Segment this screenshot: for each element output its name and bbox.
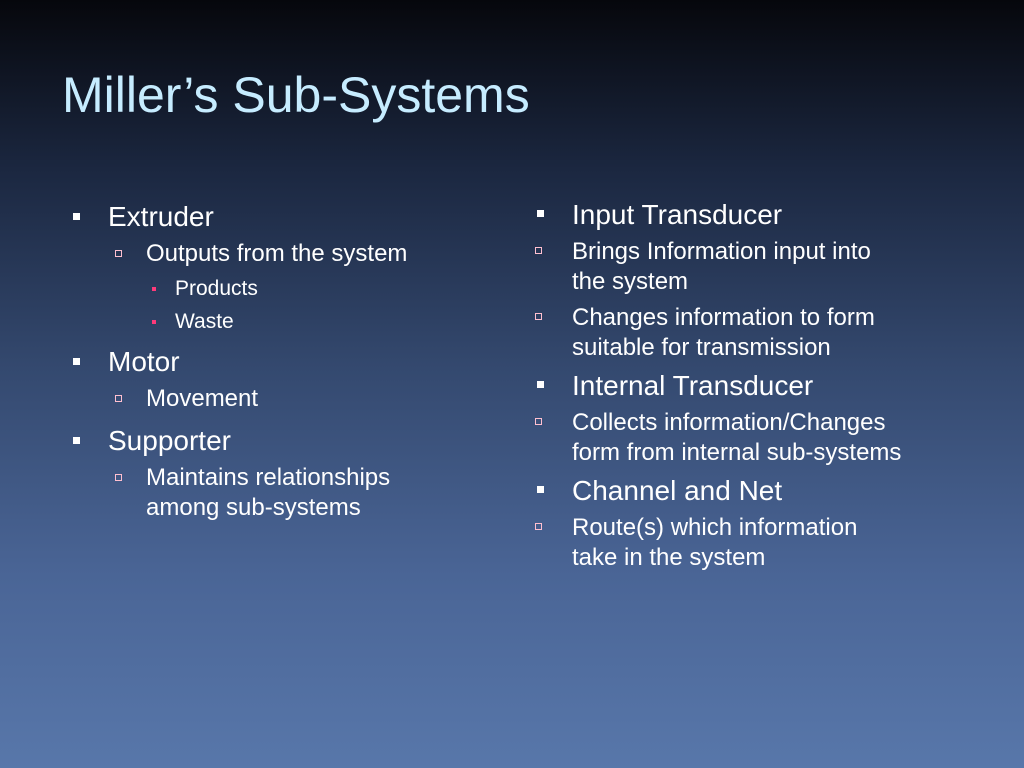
sub-bullet-text-line-1: Collects information/Changes — [572, 409, 886, 436]
hollow-square-bullet-icon — [115, 395, 122, 402]
bullet-internal-transducer: Internal Transducer — [532, 369, 992, 402]
square-bullet-icon — [73, 437, 80, 444]
sub-bullet-changes-information: Changes information to form suitable for… — [532, 303, 992, 363]
sub-bullet-motor-movement: Movement — [70, 384, 490, 414]
sub-bullet-text: Outputs from the system — [146, 240, 408, 267]
bullet-channel-and-net: Channel and Net — [532, 474, 992, 507]
sub-bullet-text-line-1: Maintains relationships — [146, 464, 391, 491]
square-bullet-icon — [537, 381, 544, 388]
sub-sub-bullet-products: Products — [70, 276, 490, 302]
sub-bullet-text-line-1: Brings Information input into — [572, 238, 871, 265]
sub-bullet-extruder-outputs: Outputs from the system — [70, 239, 490, 269]
bullet-text: Supporter — [108, 425, 231, 456]
hollow-square-bullet-icon — [535, 247, 542, 254]
square-bullet-icon — [73, 213, 80, 220]
bullet-extruder: Extruder — [70, 200, 490, 233]
sub-bullet-text-line-2: the system — [572, 268, 689, 295]
hollow-square-bullet-icon — [115, 250, 122, 257]
small-square-bullet-icon — [152, 287, 156, 291]
sub-bullet-supporter-relationships: Maintains relationships among sub-system… — [70, 463, 490, 523]
sub-bullet-brings-information: Brings Information input into the system — [532, 237, 992, 297]
square-bullet-icon — [537, 210, 544, 217]
bullet-supporter: Supporter — [70, 424, 490, 457]
bullet-motor: Motor — [70, 345, 490, 378]
sub-sub-bullet-text: Products — [175, 277, 258, 300]
sub-bullet-text-line-1: Changes information to form — [572, 304, 875, 331]
slide-title: Miller’s Sub-Systems — [62, 67, 530, 123]
square-bullet-icon — [537, 486, 544, 493]
sub-bullet-collects-information: Collects information/Changes form from i… — [532, 408, 992, 468]
bullet-text: Extruder — [108, 201, 214, 232]
hollow-square-bullet-icon — [115, 474, 122, 481]
sub-bullet-text-line-2: suitable for transmission — [572, 334, 831, 361]
bullet-input-transducer: Input Transducer — [532, 198, 992, 231]
sub-bullet-route-information: Route(s) which information take in the s… — [532, 513, 992, 573]
left-column: Extruder Outputs from the system Product… — [70, 200, 490, 523]
sub-bullet-text-line-2: among sub-systems — [146, 494, 361, 521]
sub-bullet-text-line-2: take in the system — [572, 544, 766, 571]
hollow-square-bullet-icon — [535, 523, 542, 530]
small-square-bullet-icon — [152, 320, 156, 324]
bullet-text: Channel and Net — [572, 475, 783, 506]
bullet-text: Motor — [108, 346, 180, 377]
square-bullet-icon — [73, 358, 80, 365]
bullet-text: Internal Transducer — [572, 370, 814, 401]
bullet-text: Input Transducer — [572, 199, 783, 230]
sub-bullet-text-line-1: Route(s) which information — [572, 514, 858, 541]
right-column: Input Transducer Brings Information inpu… — [532, 198, 992, 573]
sub-bullet-text-line-2: form from internal sub-systems — [572, 439, 902, 466]
sub-sub-bullet-text: Waste — [175, 310, 234, 333]
hollow-square-bullet-icon — [535, 418, 542, 425]
hollow-square-bullet-icon — [535, 313, 542, 320]
sub-sub-bullet-waste: Waste — [70, 309, 490, 335]
sub-bullet-text: Movement — [146, 385, 259, 412]
